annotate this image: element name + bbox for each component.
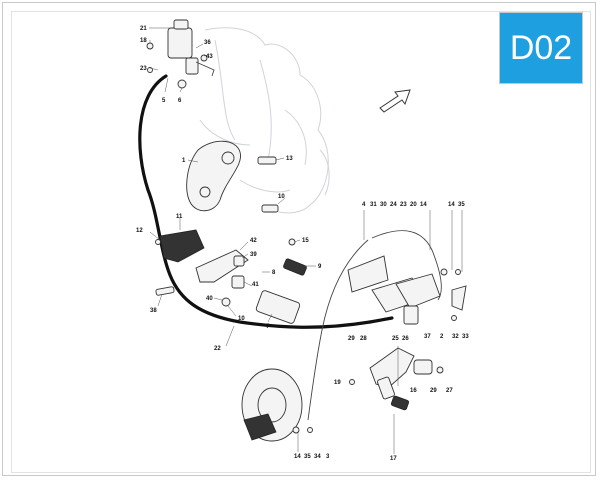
label-14-right: 14 xyxy=(448,202,455,208)
leader-lines xyxy=(149,27,463,454)
brake-hose-end xyxy=(368,316,394,324)
label-23-right: 23 xyxy=(400,202,407,208)
label-28: 28 xyxy=(360,336,367,342)
label-36: 36 xyxy=(204,40,211,46)
label-29-top: 29 xyxy=(348,336,355,342)
label-15: 15 xyxy=(302,238,309,244)
label-9: 9 xyxy=(318,264,322,270)
label-38: 38 xyxy=(150,308,157,314)
label-30: 30 xyxy=(380,202,387,208)
reservoir-part xyxy=(146,19,215,89)
label-26: 26 xyxy=(402,336,409,342)
label-4: 4 xyxy=(362,202,366,208)
label-18: 18 xyxy=(140,38,147,44)
section-code-badge: D02 xyxy=(499,12,583,84)
label-17: 17 xyxy=(390,456,397,462)
engine-outline-ghost xyxy=(199,27,330,214)
label-31: 31 xyxy=(370,202,377,208)
master-cylinder-part xyxy=(347,255,467,325)
section-code: D02 xyxy=(509,28,573,67)
label-6: 6 xyxy=(178,98,182,104)
label-13: 13 xyxy=(286,156,293,162)
rear-brake-cable-lower xyxy=(307,239,369,421)
part-labels: 21 18 23 36 43 5 6 1 13 10 12 11 42 39 1… xyxy=(136,26,469,462)
label-27: 27 xyxy=(446,388,453,394)
label-32: 32 xyxy=(452,334,459,340)
label-40: 40 xyxy=(206,296,213,302)
label-21: 21 xyxy=(140,26,147,32)
direction-arrow-icon xyxy=(379,89,411,113)
diagram-frame-inner xyxy=(11,11,591,473)
label-3: 3 xyxy=(326,454,330,460)
label-35-bottom: 35 xyxy=(304,454,311,460)
label-11: 11 xyxy=(176,214,183,220)
brake-disc-part xyxy=(241,368,313,442)
label-37: 37 xyxy=(424,334,431,340)
label-33: 33 xyxy=(462,334,469,340)
label-23: 23 xyxy=(140,66,147,72)
brake-hose xyxy=(138,74,372,329)
label-5: 5 xyxy=(162,98,166,104)
label-10-top: 10 xyxy=(278,194,285,200)
label-7: 7 xyxy=(266,324,270,330)
brake-lever-part xyxy=(349,347,444,411)
label-25: 25 xyxy=(392,336,399,342)
label-16: 16 xyxy=(410,388,417,394)
label-2: 2 xyxy=(440,334,444,340)
label-20: 20 xyxy=(410,202,417,208)
label-29-bottom: 29 xyxy=(430,388,437,394)
label-19: 19 xyxy=(334,380,341,386)
label-12: 12 xyxy=(136,228,143,234)
label-42: 42 xyxy=(250,238,257,244)
label-14-bottom: 14 xyxy=(294,454,301,460)
rear-brake-cable xyxy=(371,230,442,301)
label-34: 34 xyxy=(314,454,321,460)
label-43: 43 xyxy=(206,54,213,60)
label-39: 39 xyxy=(250,252,257,258)
label-1: 1 xyxy=(182,158,186,164)
footpeg-assembly-part xyxy=(155,238,307,324)
label-8: 8 xyxy=(272,270,276,276)
label-14-top: 14 xyxy=(420,202,427,208)
heel-guard-part xyxy=(159,229,205,263)
footrest-bracket-part xyxy=(186,140,279,213)
label-24: 24 xyxy=(390,202,397,208)
label-22: 22 xyxy=(214,346,221,352)
label-35-right: 35 xyxy=(458,202,465,208)
label-10-mid: 10 xyxy=(238,316,245,322)
label-41: 41 xyxy=(252,282,259,288)
